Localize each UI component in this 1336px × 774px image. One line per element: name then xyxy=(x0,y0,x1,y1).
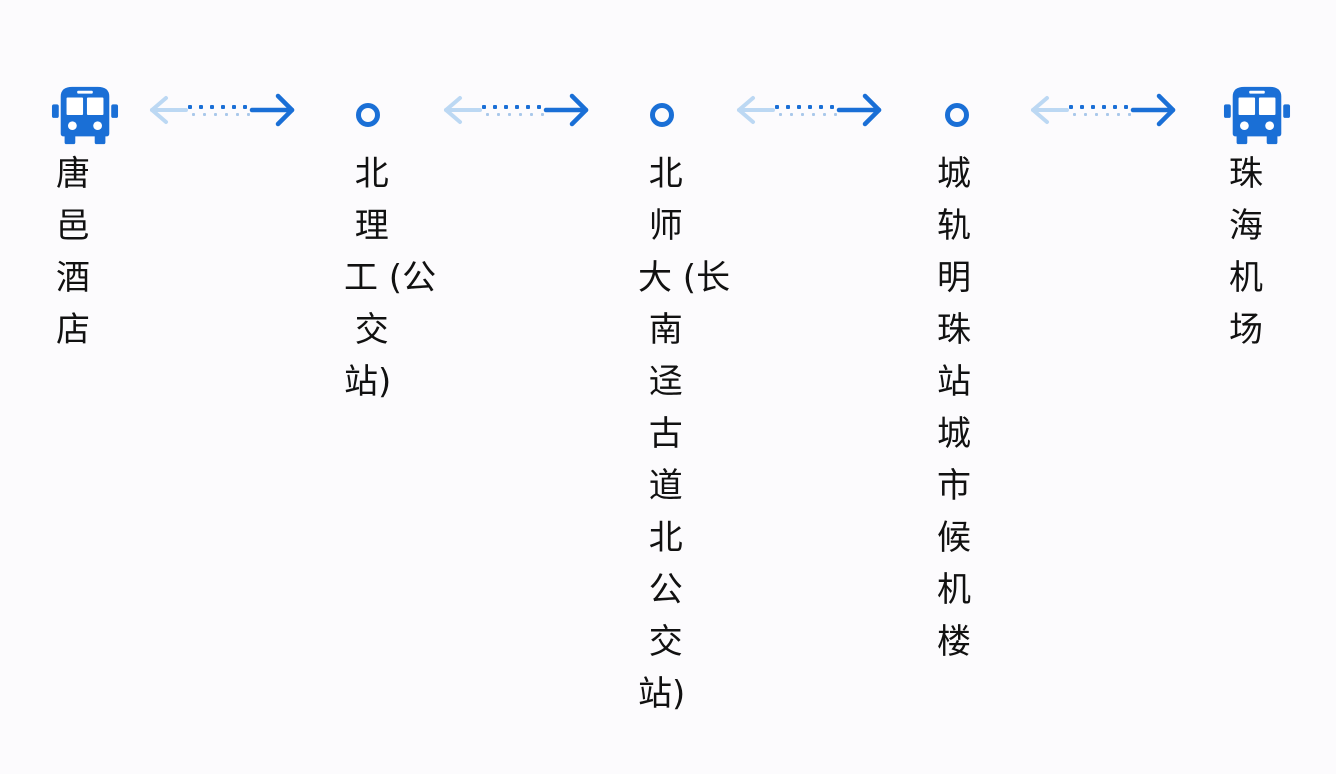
stop-mingzhu-city-terminal xyxy=(912,84,1002,146)
bidirectional-dashed-arrow-icon xyxy=(442,92,592,128)
stop-label-5: 珠 海 机 场 xyxy=(1229,154,1263,350)
stop-bit-bus-station xyxy=(323,84,413,146)
stop-tangyi-hotel xyxy=(40,84,130,146)
stop-label-4: 城 轨 明 珠 站 城 市 候 机 楼 xyxy=(937,154,971,662)
stop-bnu-changnan xyxy=(617,84,707,146)
ring-icon xyxy=(333,84,403,146)
stop-label-1: 唐 邑 酒 店 xyxy=(56,154,90,350)
bus-icon xyxy=(1222,84,1292,146)
stop-label-3: 北 师 大 (长 南 迳 古 道 北 公 交 站) xyxy=(638,154,731,714)
bidirectional-dashed-arrow-icon xyxy=(1029,92,1179,128)
ring-icon xyxy=(922,84,992,146)
bus-icon xyxy=(50,84,120,146)
bidirectional-dashed-arrow-icon xyxy=(148,92,298,128)
ring-icon xyxy=(627,84,697,146)
stop-zhuhai-airport xyxy=(1212,84,1302,146)
bidirectional-dashed-arrow-icon xyxy=(735,92,885,128)
stop-label-2: 北 理 工 (公 交 站) xyxy=(344,154,437,402)
